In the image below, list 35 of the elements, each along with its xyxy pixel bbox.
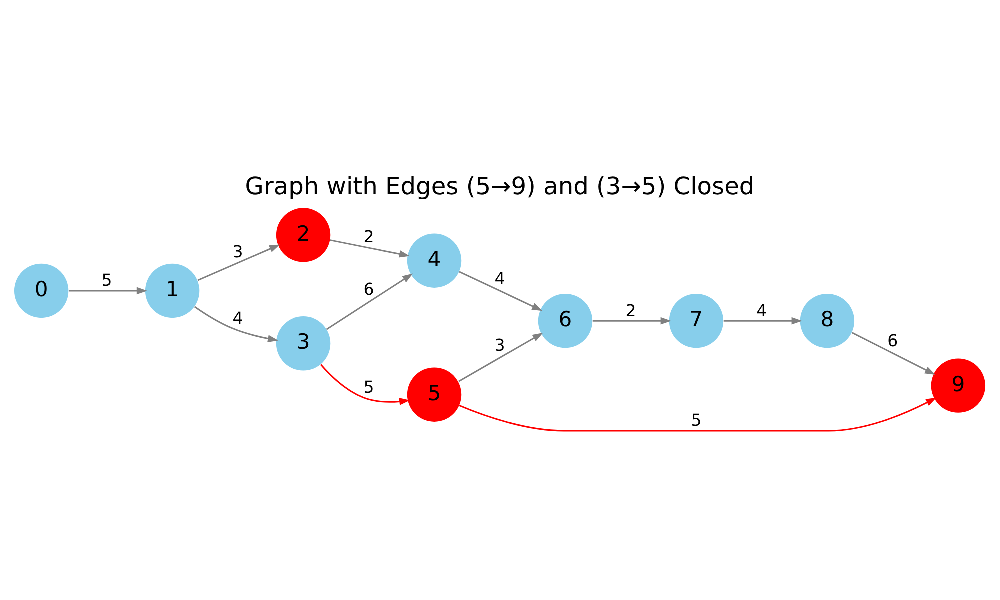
node-circle: 7 bbox=[669, 294, 724, 348]
arrow bbox=[320, 364, 410, 406]
edge-label: 6 bbox=[364, 280, 374, 300]
node-circle: 4 bbox=[407, 234, 462, 288]
node-circle: 5 bbox=[407, 368, 462, 422]
node-circle: 3 bbox=[276, 316, 331, 371]
node-circle: 9 bbox=[931, 358, 986, 413]
node-circle: 1 bbox=[145, 264, 200, 318]
edge-label: 4 bbox=[232, 308, 244, 328]
arrow bbox=[458, 333, 544, 382]
arrow bbox=[326, 274, 414, 330]
arrow bbox=[724, 317, 802, 325]
arrow bbox=[198, 244, 280, 282]
node-circle: 0 bbox=[14, 264, 69, 318]
arrow bbox=[459, 271, 543, 312]
edge-label: 4 bbox=[756, 301, 768, 320]
edge-label: 2 bbox=[626, 301, 636, 320]
edge-label: 3 bbox=[232, 242, 244, 262]
edge-label: 6 bbox=[888, 331, 898, 350]
node-circle: 6 bbox=[538, 294, 593, 348]
edge-label: 5 bbox=[102, 271, 112, 290]
arrow bbox=[330, 240, 410, 258]
arrow bbox=[68, 287, 148, 295]
node-circle: 2 bbox=[276, 208, 331, 262]
arrow bbox=[459, 398, 937, 432]
edge-label: 5 bbox=[364, 378, 374, 398]
arrow bbox=[592, 317, 672, 325]
edge-label: 5 bbox=[691, 411, 702, 430]
edge-label: 2 bbox=[364, 227, 374, 246]
diagram-title: Graph with Edges (5→9) and (3→5) Closed bbox=[245, 172, 755, 200]
edge-label: 4 bbox=[494, 270, 506, 289]
node-circle: 8 bbox=[800, 294, 855, 348]
arrow bbox=[852, 332, 936, 376]
edge-label: 3 bbox=[494, 336, 506, 355]
arrow bbox=[194, 306, 279, 342]
